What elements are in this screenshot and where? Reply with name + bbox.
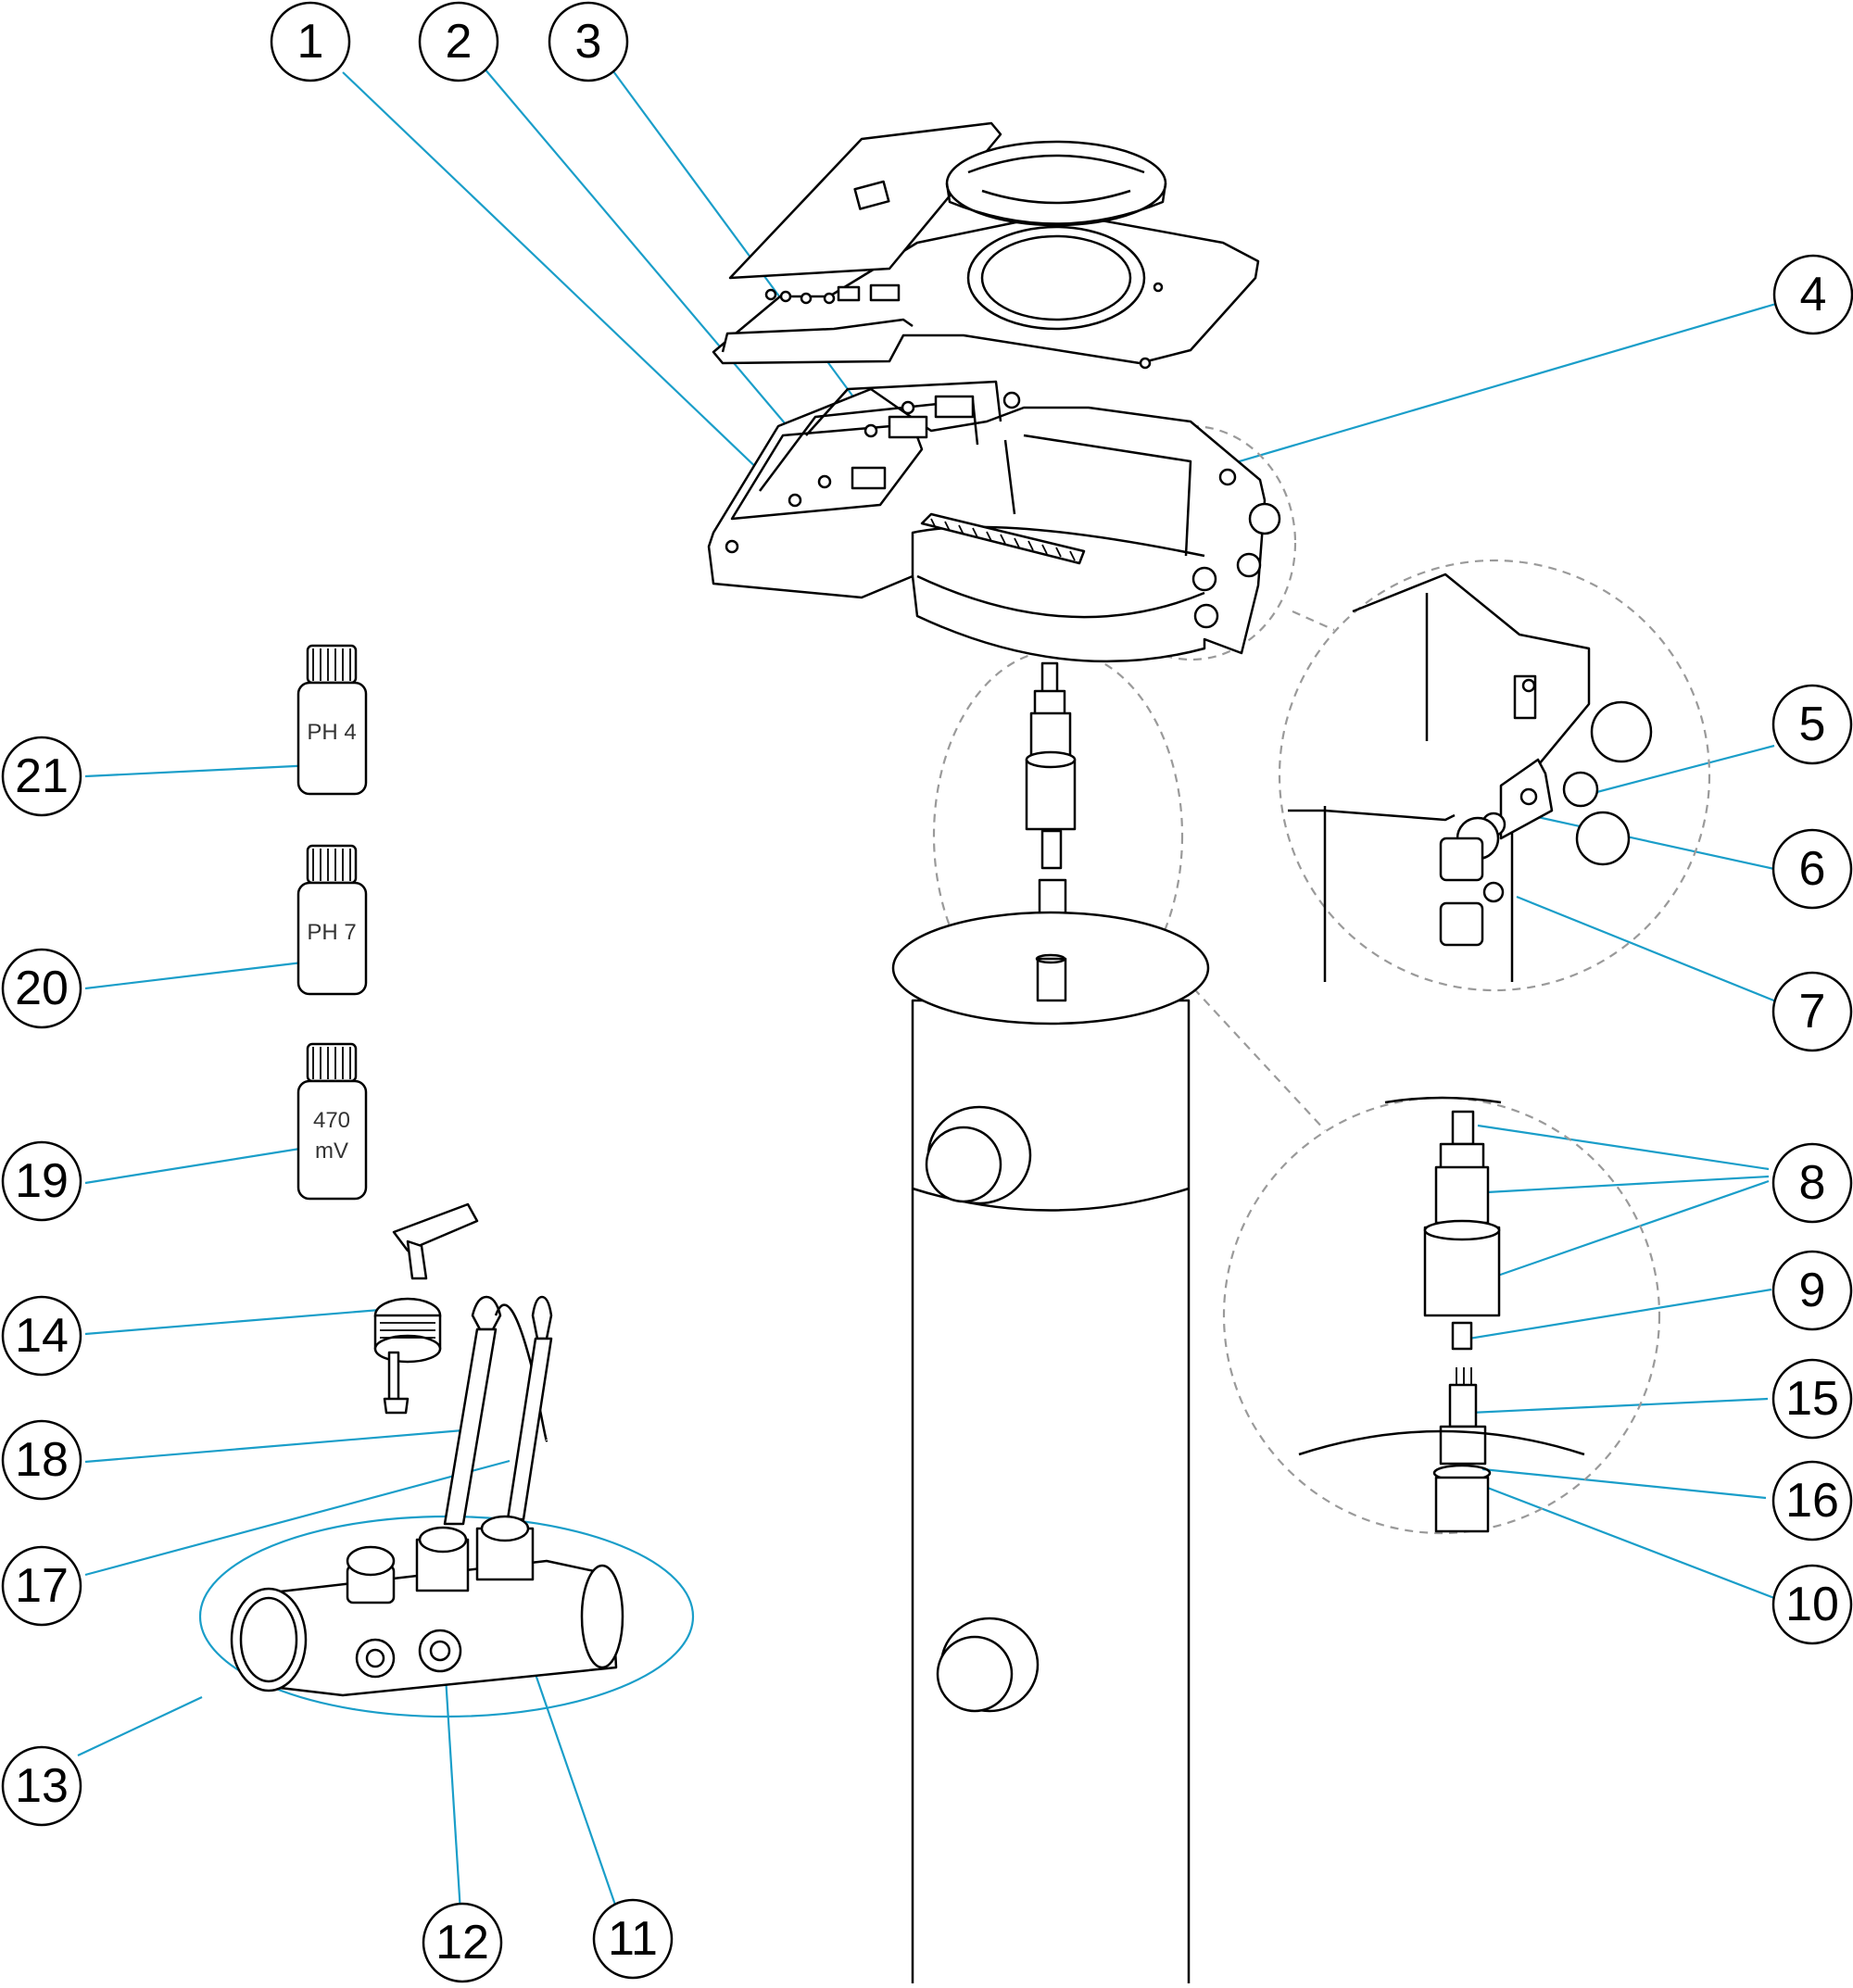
callout-15: 15 bbox=[1771, 1358, 1853, 1440]
callout-21-text: 21 bbox=[15, 749, 69, 803]
callout-7: 7 bbox=[1771, 971, 1853, 1052]
callout-5: 5 bbox=[1771, 684, 1853, 765]
callout-1: 1 bbox=[270, 1, 351, 82]
callout-10-text: 10 bbox=[1785, 1578, 1839, 1631]
callout-16: 16 bbox=[1771, 1460, 1853, 1541]
bottle-ph4: PH 4 bbox=[296, 644, 368, 796]
callout-15-text: 15 bbox=[1785, 1372, 1839, 1426]
bottle-ph4-label: PH 4 bbox=[307, 720, 356, 745]
control-box-lid bbox=[712, 121, 1260, 370]
callout-5-text: 5 bbox=[1799, 698, 1826, 751]
cell-housing bbox=[891, 911, 1210, 1988]
probe-orp bbox=[506, 1295, 553, 1521]
callout-16-text: 16 bbox=[1785, 1474, 1839, 1528]
callout-20: 20 bbox=[1, 948, 82, 1029]
detail-cable-glands bbox=[1288, 572, 1653, 982]
callout-14: 14 bbox=[1, 1295, 82, 1377]
callout-21: 21 bbox=[1, 736, 82, 817]
callout-3-text: 3 bbox=[575, 15, 602, 69]
callout-20-text: 20 bbox=[15, 962, 69, 1015]
callout-2: 2 bbox=[418, 1, 499, 82]
callout-19-text: 19 bbox=[15, 1154, 69, 1208]
callout-4: 4 bbox=[1772, 254, 1853, 335]
callout-6: 6 bbox=[1771, 828, 1853, 910]
callout-7-text: 7 bbox=[1799, 985, 1826, 1038]
callout-8-text: 8 bbox=[1799, 1156, 1826, 1210]
bottle-ph7: PH 7 bbox=[296, 844, 368, 996]
callout-4-text: 4 bbox=[1800, 268, 1827, 321]
callout-2-text: 2 bbox=[446, 15, 473, 69]
bottle-orp-unit: mV bbox=[315, 1139, 348, 1164]
callout-13: 13 bbox=[1, 1745, 82, 1827]
callout-14-text: 14 bbox=[15, 1309, 69, 1363]
callout-8: 8 bbox=[1771, 1142, 1853, 1224]
callout-13-text: 13 bbox=[15, 1759, 69, 1813]
callout-11: 11 bbox=[592, 1898, 674, 1980]
control-box-base bbox=[707, 380, 1281, 663]
callout-6-text: 6 bbox=[1799, 842, 1826, 896]
callout-12: 12 bbox=[422, 1902, 503, 1983]
callout-11-text: 11 bbox=[608, 1912, 658, 1966]
bottle-orp-value: 470 bbox=[313, 1108, 350, 1133]
detail-connector bbox=[1298, 1096, 1585, 1533]
callout-9-text: 9 bbox=[1799, 1264, 1826, 1317]
probe-holder bbox=[230, 1515, 624, 1697]
callout-17: 17 bbox=[1, 1545, 82, 1627]
bottle-470mv: 470 mV bbox=[296, 1042, 368, 1201]
callout-18: 18 bbox=[1, 1419, 82, 1501]
callout-9: 9 bbox=[1771, 1250, 1853, 1331]
callout-10: 10 bbox=[1771, 1564, 1853, 1645]
bottle-ph7-label: PH 7 bbox=[307, 920, 356, 945]
callout-1-text: 1 bbox=[297, 15, 324, 69]
callout-17-text: 17 bbox=[15, 1559, 69, 1613]
callout-3: 3 bbox=[548, 1, 629, 82]
callout-19: 19 bbox=[1, 1140, 82, 1222]
callout-18-text: 18 bbox=[15, 1433, 69, 1487]
flow-switch bbox=[373, 1202, 479, 1415]
callout-12-text: 12 bbox=[435, 1916, 489, 1969]
